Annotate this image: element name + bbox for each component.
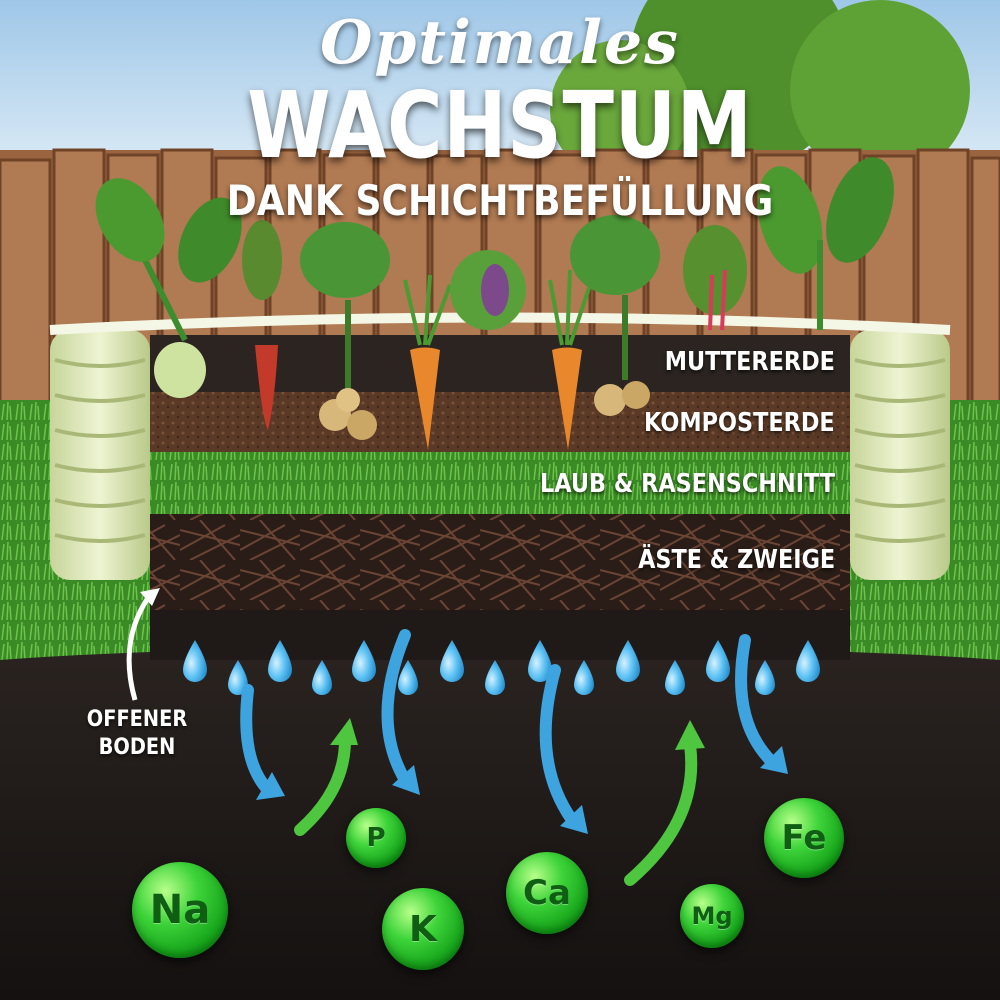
water-drop-icon [574,660,594,695]
layer-label-laub: LAUB & RASENSCHNITT [539,469,835,499]
open-ground-line1: OFFENER [86,707,188,732]
title-main: WACHSTUM [247,72,753,179]
mineral-na-symbol: Na [149,887,211,933]
kohlrabi-plant-2 [757,157,894,330]
water-drop-icon [796,640,820,682]
mineral-ca-symbol: Ca [523,873,571,913]
water-drop-icon [440,640,464,682]
mineral-k-symbol: K [409,908,437,950]
up-arrow-icon [294,734,351,836]
water-drops [183,640,820,695]
water-drop-icon [665,660,685,695]
layer-aeste [150,514,850,610]
water-drop-icon [228,660,248,695]
carrot-plant [403,274,452,450]
layer-label-komposterde: KOMPOSTERDE [644,408,835,438]
beet-plant [242,220,282,430]
curved-arrow-head [140,588,160,606]
title-sub: DANK SCHICHTBEFÜLLUNG [226,176,774,225]
mineral-p: P [346,808,406,868]
mineral-k: K [382,888,464,970]
nutrient-arrows [294,718,705,886]
plants [95,157,894,450]
title-script: Optimales [320,8,680,78]
mineral-fe-symbol: Fe [781,818,827,858]
water-drop-icon [755,660,775,695]
potato-plant-2 [570,215,660,416]
water-drop-icon [312,660,332,695]
chard-plant [683,225,747,331]
water-arrows [240,629,788,834]
down-arrow-icon [240,684,274,796]
herb-plant [450,250,526,330]
open-ground-line2: BODEN [98,735,176,760]
mineral-mg-symbol: Mg [691,902,733,930]
layer-label-aeste: ÄSTE & ZWEIGE [637,545,835,575]
open-ground-label: OFFENER BODEN [80,706,194,762]
mineral-na: Na [132,862,228,958]
up-arrow-icon [624,739,698,886]
curved-arrow-icon [126,593,153,701]
water-drop-icon [528,640,552,682]
carrot-plant-2 [548,269,592,450]
kohlrabi-plant [95,178,242,398]
water-drop-icon [706,640,730,682]
water-drop-icon [485,660,505,695]
mineral-p-symbol: P [366,823,386,853]
water-drop-icon [268,640,292,682]
water-drop-icon [398,660,418,695]
down-arrow-icon [539,664,578,826]
water-drop-icon [616,640,640,682]
water-drop-icon [352,640,376,682]
potato-plant [300,222,390,440]
down-arrow-icon [381,629,411,786]
soil-layers [150,335,850,660]
layer-label-mutterde: MUTTERERDE [664,347,835,377]
down-arrow-icon [735,634,778,768]
mineral-ca: Ca [506,852,588,934]
layer-laub [150,452,850,514]
mineral-mg: Mg [680,884,744,948]
water-drop-icon [183,640,207,682]
mineral-fe: Fe [764,798,844,878]
